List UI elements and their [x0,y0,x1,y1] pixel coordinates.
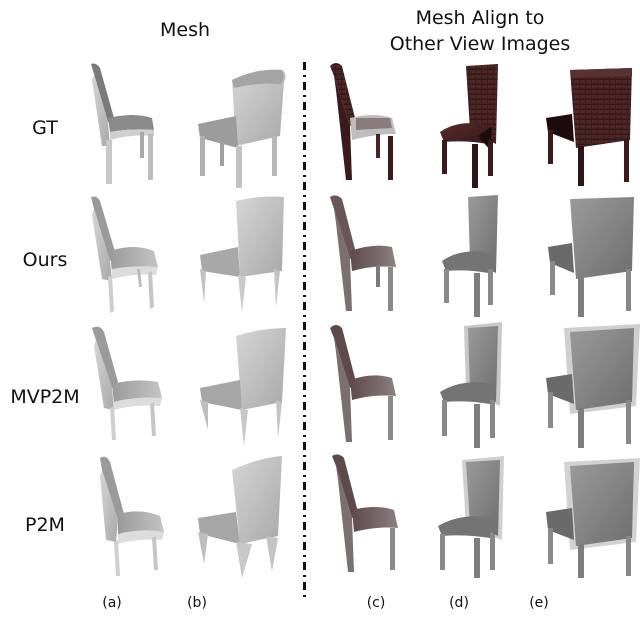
col-label-a: (a) [102,595,122,611]
header-mesh-align-line1: Mesh Align to [415,7,545,29]
p2m-mesh-back-view [186,452,306,582]
ours-aligned-view-e [540,195,640,325]
gt-aligned-view-e [540,60,640,190]
mvp2m-mesh-back-view [186,322,306,452]
row-label-gt: GT [32,117,58,139]
row-label-p2m: P2M [25,514,65,536]
col-label-d: (d) [449,595,469,611]
p2m-aligned-view-c [320,452,440,582]
dash-dot-divider [303,62,306,600]
header-mesh: Mesh [159,19,211,41]
row-label-ours: Ours [22,249,68,271]
gt-aligned-view-c [320,60,440,190]
row-label-mvp2m: MVP2M [10,386,80,408]
ours-aligned-view-c [320,195,440,325]
col-label-b: (b) [187,595,207,611]
p2m-mesh-side-view [74,452,194,582]
gt-mesh-side-view [74,60,194,190]
ours-mesh-side-view [74,195,194,325]
gt-aligned-view-d [430,60,550,190]
ours-aligned-view-d [430,195,550,325]
mvp2m-aligned-view-d [430,322,550,452]
mvp2m-aligned-view-e [540,322,640,452]
p2m-aligned-view-d [430,452,550,582]
ours-mesh-back-view [186,195,306,325]
header-mesh-align-line2: Other View Images [389,33,571,55]
mvp2m-aligned-view-c [320,322,440,452]
col-label-c: (c) [366,595,386,611]
gt-mesh-back-view [186,60,306,190]
mvp2m-mesh-side-view [74,322,194,452]
col-label-e: (e) [529,595,549,611]
p2m-aligned-view-e [540,452,640,582]
